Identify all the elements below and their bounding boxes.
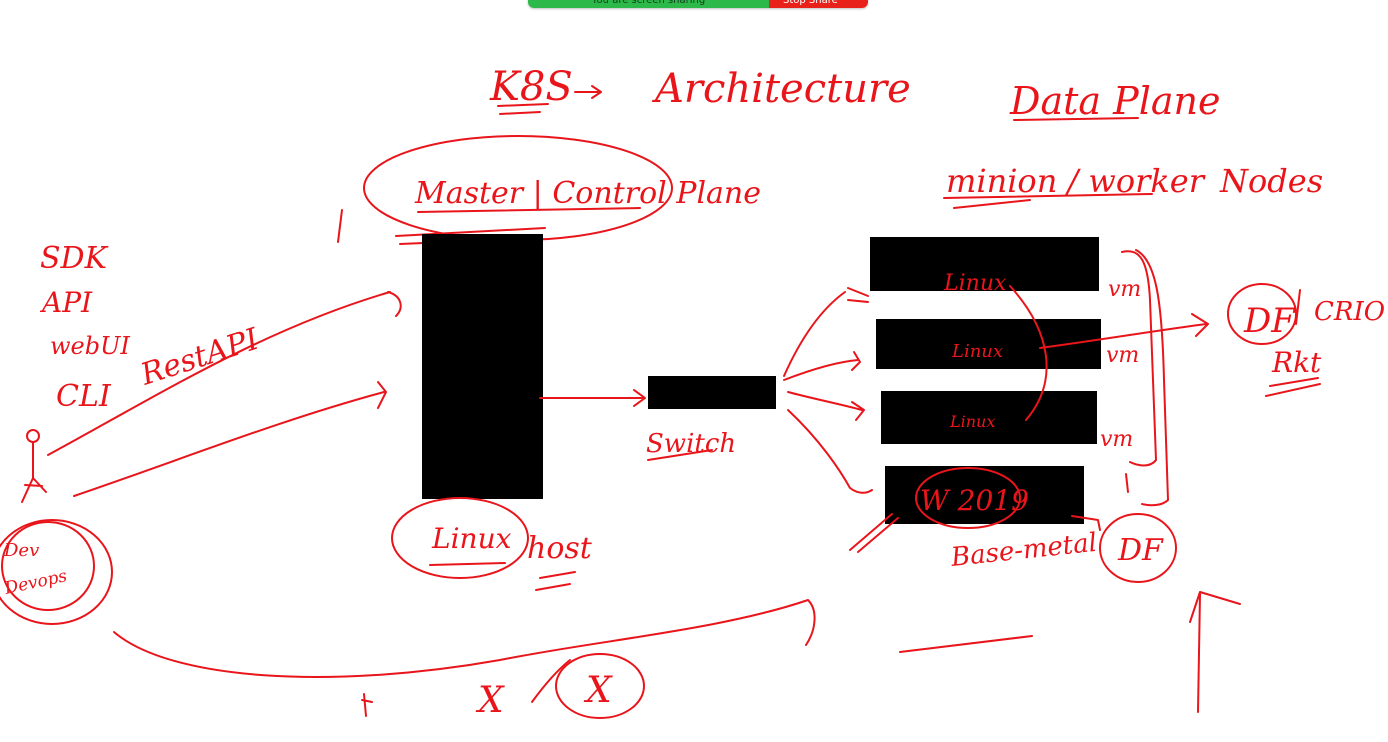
client-cli: CLI — [56, 379, 112, 414]
dev-circle — [0, 519, 113, 625]
data-plane-title: Data Plane — [1009, 79, 1220, 123]
switch-underline — [647, 449, 713, 461]
user-body-icon — [21, 441, 47, 503]
switch-block — [648, 376, 776, 409]
vm-label-3: vm — [1100, 427, 1133, 452]
dev-inner-circle — [1, 521, 95, 611]
linux-underline — [429, 562, 506, 566]
switch-arrow-3 — [787, 391, 863, 411]
master-switch-arrow — [539, 389, 646, 407]
rkt-underline — [1265, 377, 1321, 397]
data-plane-underline — [1013, 117, 1139, 121]
up-arrow-icon — [1189, 591, 1241, 713]
runtime-df: DF — [1243, 301, 1296, 341]
client-arrow-1 — [47, 291, 391, 456]
slash-stroke — [531, 659, 571, 703]
switch-arrow-4 — [787, 409, 873, 494]
df-runtime-circle — [1227, 283, 1297, 345]
worker-node-3 — [881, 391, 1097, 444]
title-arrow-icon — [574, 85, 602, 99]
switch-arrow-3-head — [851, 401, 865, 421]
client-restapi: RestAPI — [136, 321, 264, 392]
client-arrow-2-head — [377, 381, 387, 409]
vm-label-1: vm — [1108, 277, 1141, 302]
switch-arrow-2 — [783, 359, 859, 381]
node-1-marker — [847, 287, 869, 303]
user-head-icon — [26, 429, 40, 443]
node-bracket — [1135, 249, 1169, 507]
client-webui: webUI — [50, 332, 130, 360]
switch-arrow-2-head — [851, 351, 861, 371]
df-circle — [1099, 513, 1177, 583]
title-architecture: Architecture — [651, 66, 911, 112]
stop-share-button[interactable]: Stop Share — [769, 0, 868, 8]
x-circle — [555, 653, 645, 719]
small-tick — [361, 693, 373, 717]
base-metal-label: Base-metal — [949, 528, 1099, 573]
runtime-rkt: Rkt — [1271, 346, 1322, 379]
host-underline — [535, 571, 576, 591]
control-plane-label: Master | Control Plane — [414, 176, 761, 211]
nodes-label: Nodes — [1219, 162, 1323, 200]
title-k8s: K8S — [489, 64, 573, 110]
host-label: host — [527, 531, 593, 566]
bracket-tick — [1125, 473, 1129, 493]
worker-node-4-label: W 2019 — [920, 484, 1029, 517]
worker-node-1 — [870, 237, 1099, 291]
devops-label: Devops — [2, 566, 69, 599]
workers-label: minion / worker — [946, 162, 1206, 200]
mark-x1: X — [475, 680, 505, 721]
worker-node-2-label: Linux — [951, 341, 1003, 362]
base-metal-connector — [1071, 515, 1101, 531]
node-4-marker — [849, 513, 899, 553]
linux-linking-curve — [1009, 285, 1048, 421]
linux-ellipse — [391, 497, 529, 579]
runtime-arrow — [1039, 313, 1209, 349]
client-api: API — [39, 286, 93, 319]
bottom-loop-curve — [113, 599, 816, 678]
control-plane-os: Linux — [431, 522, 512, 555]
switch-arrow-1 — [783, 291, 846, 377]
tick-mark — [337, 209, 343, 243]
windows-node-circle — [915, 467, 1021, 529]
df-label: DF — [1117, 533, 1164, 568]
worker-node-3-label: Linux — [949, 412, 995, 431]
worker-node-4 — [885, 466, 1084, 524]
switch-label: Switch — [646, 429, 736, 459]
runtime-crio: CRIO — [1314, 297, 1385, 327]
bottom-line — [899, 635, 1033, 653]
client-sdk: SDK — [40, 241, 109, 276]
client-arrow-2 — [73, 391, 385, 497]
mark-x2: X — [583, 670, 613, 711]
worker-node-1-label: Linux — [943, 271, 1007, 296]
runtime-separator — [1295, 289, 1301, 325]
share-status: You are screen sharing — [528, 0, 769, 8]
screen-share-banner: You are screen sharing Stop Share — [528, 0, 868, 8]
master-node-block — [422, 234, 543, 499]
title-k8s-underline — [497, 103, 549, 115]
vm-label-2: vm — [1106, 343, 1139, 368]
vm-bracket — [1121, 250, 1157, 467]
client-arrow-1-head — [387, 291, 402, 317]
workers-underline — [943, 193, 1153, 209]
dev-label: Dev — [3, 540, 39, 561]
